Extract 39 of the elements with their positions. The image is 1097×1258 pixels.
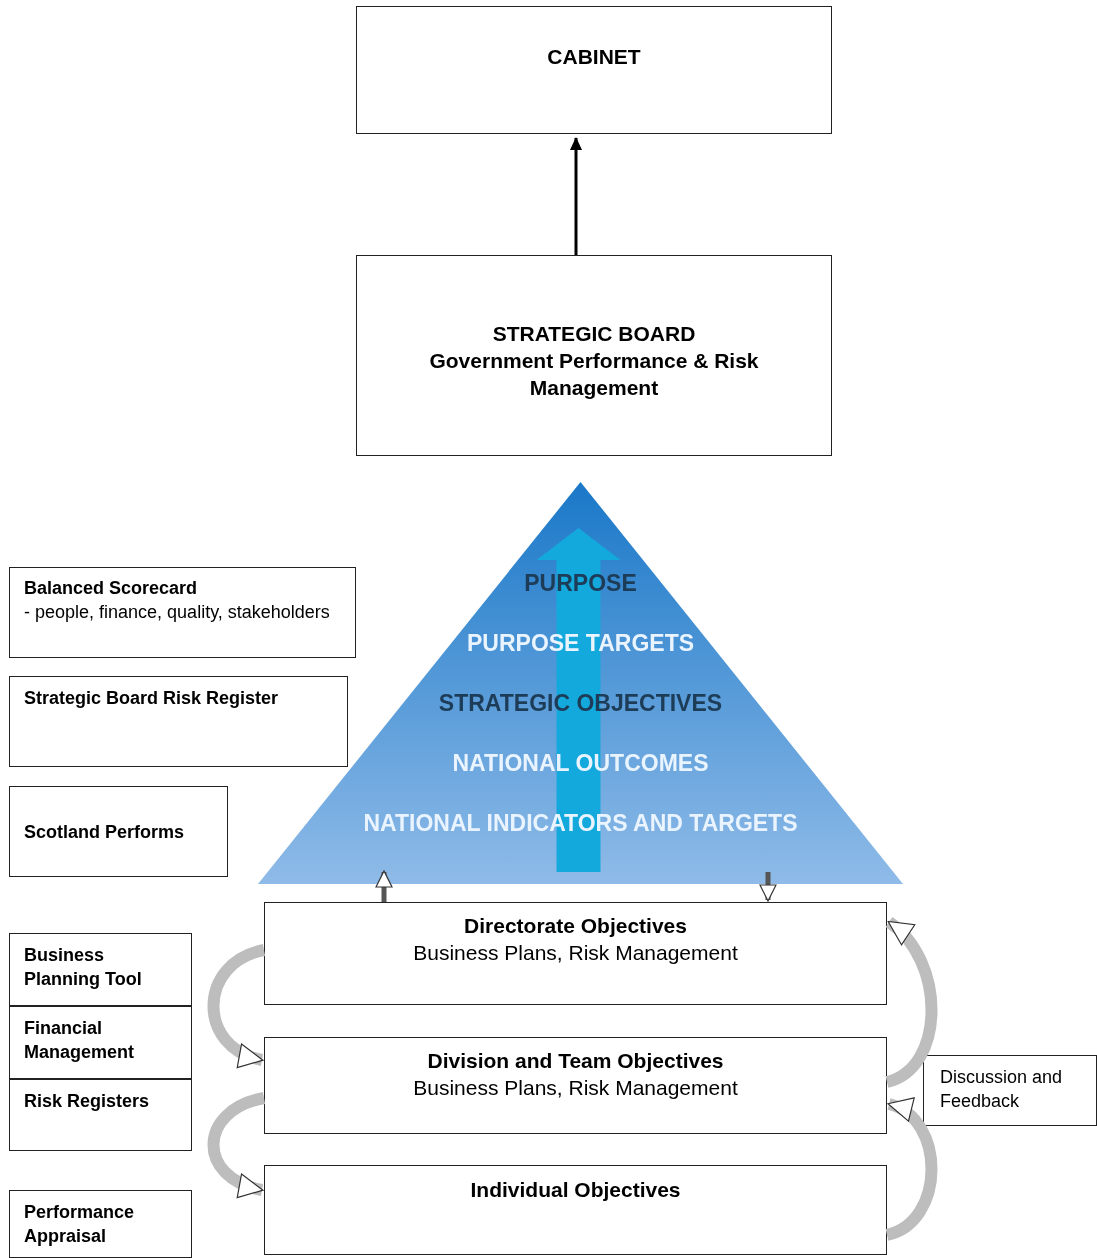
- box-heading: Division and Team Objectives: [426, 1048, 725, 1074]
- box-heading: CABINET: [546, 44, 642, 70]
- pyramid-level-label: PURPOSE TARGETS: [467, 630, 694, 657]
- box-text: - people, finance, quality, stakeholders: [24, 601, 331, 624]
- text-box: [9, 1006, 192, 1079]
- text-box: [9, 786, 228, 877]
- arrow: [207, 1092, 266, 1197]
- text-box: [264, 902, 887, 1005]
- box-heading: Business Planning Tool: [24, 944, 143, 991]
- arrow: [759, 872, 777, 902]
- text-box: [356, 6, 832, 134]
- text-box: [9, 1190, 192, 1258]
- pyramid-level-label: PURPOSE: [524, 570, 637, 597]
- box-heading: STRATEGIC BOARD: [491, 321, 697, 347]
- box-heading: Strategic Board Risk Register: [24, 687, 280, 710]
- pyramid-level-label: STRATEGIC OBJECTIVES: [438, 690, 723, 717]
- text-box: [9, 567, 356, 658]
- box-text: Business Plans, Risk Management: [412, 1075, 739, 1101]
- box-heading: Scotland Performs: [24, 821, 186, 844]
- box-heading: Balanced Scorecard: [24, 577, 199, 600]
- text-box: [356, 255, 832, 456]
- arrow: [570, 137, 582, 255]
- text-box: [923, 1055, 1097, 1126]
- text-box: [9, 1079, 192, 1151]
- box-heading: Financial Management: [24, 1017, 136, 1064]
- arrow: [884, 917, 938, 1088]
- text-box: [9, 933, 192, 1006]
- text-box: [9, 676, 348, 767]
- box-text: Business Plans, Risk Management: [412, 940, 739, 966]
- box-heading: Directorate Objectives: [463, 913, 688, 939]
- arrow: [207, 944, 266, 1066]
- box-heading: Risk Registers: [24, 1090, 151, 1113]
- box-text: Discussion and Feedback: [940, 1066, 1064, 1113]
- box-heading: Individual Objectives: [469, 1177, 682, 1203]
- box-heading: Government Performance & Risk Management: [428, 348, 760, 401]
- text-box: [264, 1037, 887, 1134]
- box-heading: Performance Appraisal: [24, 1201, 136, 1248]
- arrow: [375, 870, 393, 902]
- text-box: [264, 1165, 887, 1255]
